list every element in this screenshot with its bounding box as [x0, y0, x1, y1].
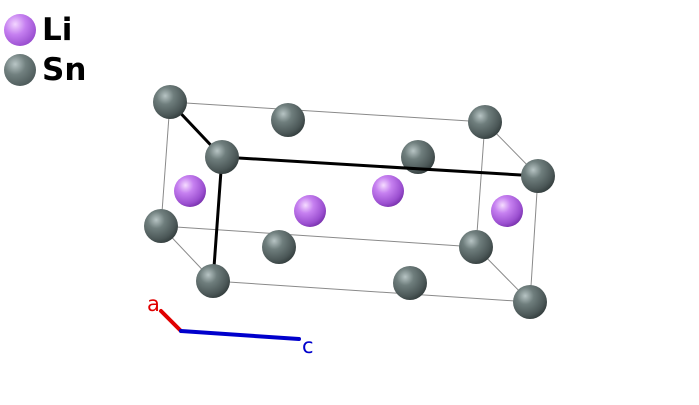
- li-atom-swatch: [4, 14, 36, 46]
- cell-edge: [529, 175, 539, 303]
- a-axis-label: a: [147, 292, 160, 316]
- sn-atom: [468, 105, 502, 139]
- legend-item-li: Li: [4, 10, 86, 50]
- legend-label-li: Li: [42, 11, 73, 48]
- sn-atom: [271, 103, 305, 137]
- cell-edge: [160, 101, 171, 227]
- li-atom: [372, 175, 404, 207]
- axis-indicator: a c: [147, 292, 314, 358]
- legend-label-sn: Sn: [42, 51, 87, 88]
- sn-atom: [393, 266, 427, 300]
- sn-atom: [513, 285, 547, 319]
- cell-edge: [475, 121, 486, 248]
- a-axis-line: [159, 309, 183, 333]
- bond: [211, 155, 224, 283]
- sn-atom: [153, 85, 187, 119]
- sn-atom: [459, 230, 493, 264]
- sn-atom: [401, 140, 435, 174]
- bond: [220, 155, 540, 178]
- sn-atom: [262, 230, 296, 264]
- cell-edge: [169, 101, 486, 123]
- li-atom: [174, 175, 206, 207]
- li-atom: [491, 195, 523, 227]
- c-axis-label: c: [302, 334, 314, 358]
- c-axis-line: [179, 329, 301, 341]
- sn-atom: [144, 209, 178, 243]
- sn-atom: [521, 159, 555, 193]
- cell-edge: [212, 280, 531, 303]
- sn-atom-swatch: [4, 54, 36, 86]
- legend-item-sn: Sn: [4, 50, 86, 90]
- cell-edge: [160, 225, 477, 248]
- li-atom: [294, 195, 326, 227]
- sn-atom: [205, 140, 239, 174]
- legend: Li Sn: [4, 10, 86, 90]
- sn-atom: [196, 264, 230, 298]
